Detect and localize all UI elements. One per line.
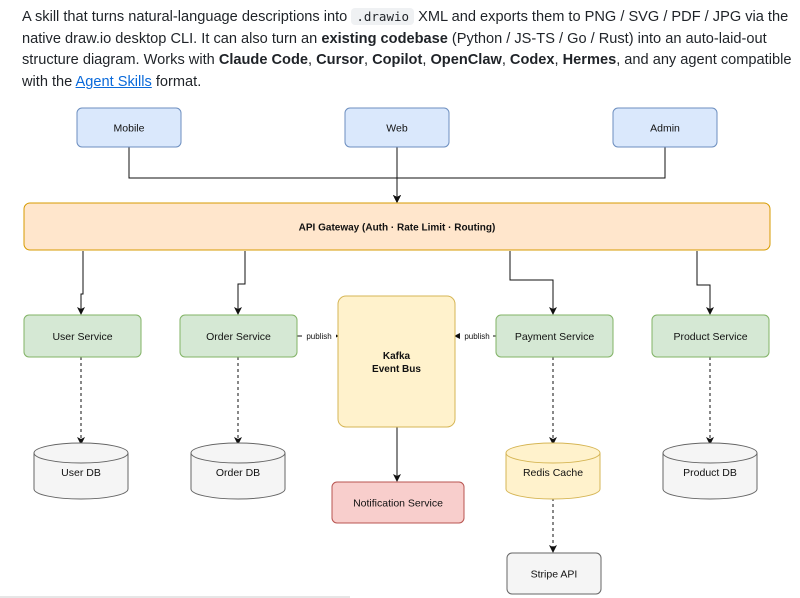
publish-label-left: publish [306, 332, 331, 341]
user-db-cylinder: User DB [33, 442, 129, 500]
kafka-label: Kafka [383, 351, 411, 362]
client-admin-node: Admin [612, 107, 718, 148]
separator: , [308, 52, 317, 68]
separator: , [363, 52, 373, 68]
bottom-edge-shade [0, 596, 350, 598]
api-gateway-label: API Gateway (Auth · Rate Limit · Routing… [299, 223, 496, 234]
client-mobile-label: Mobile [114, 123, 145, 135]
drawio-code: .drawio [351, 8, 415, 25]
notification-service-node: Notification Service [331, 481, 465, 524]
separator: , [422, 52, 431, 68]
edge-mobile-gateway [128, 147, 401, 203]
edge-admin-gateway [393, 147, 666, 203]
codebase-emphasis: existing codebase [321, 30, 448, 47]
product-service-label: Product Service [673, 331, 747, 343]
agent-name: Copilot [372, 52, 423, 68]
order-db-cylinder: Order DB [190, 442, 286, 500]
description-text: format. [151, 73, 202, 90]
user-service-label: User Service [52, 331, 112, 343]
agent-name: Claude Code [218, 52, 309, 68]
order-service-node: Order Service [179, 314, 298, 358]
stripe-api-label: Stripe API [531, 569, 578, 581]
redis-cache-label: Redis Cache [523, 467, 583, 479]
client-web-label: Web [386, 123, 408, 135]
order-service-label: Order Service [206, 331, 271, 343]
agent-name: Hermes [562, 52, 617, 68]
edge-gateway-payment [509, 251, 557, 315]
kafka-event-bus-node: Kafka Event Bus [337, 295, 456, 428]
client-mobile-node: Mobile [76, 107, 182, 148]
product-service-node: Product Service [651, 314, 770, 358]
product-db-cylinder: Product DB [662, 442, 758, 500]
separator: , [501, 52, 510, 68]
agent-skills-link[interactable]: Agent Skills [75, 73, 152, 90]
separator: , [554, 52, 563, 68]
product-db-label: Product DB [683, 467, 737, 479]
order-db-label: Order DB [216, 467, 260, 479]
client-web-node: Web [344, 107, 450, 148]
stripe-api-node: Stripe API [506, 552, 602, 595]
redis-cache-cylinder: Redis Cache [505, 442, 601, 500]
agent-name: OpenClaw [430, 52, 502, 68]
agent-name: Codex [509, 52, 555, 68]
description-text: A skill that turns natural-language desc… [22, 9, 352, 25]
notification-service-label: Notification Service [353, 498, 443, 510]
publish-label-right: publish [464, 332, 489, 341]
client-admin-label: Admin [650, 123, 680, 135]
skill-description: A skill that turns natural-language desc… [22, 6, 792, 93]
event-bus-label: Event Bus [372, 364, 421, 375]
edge-gateway-user [77, 251, 85, 315]
edge-label-bg [302, 330, 336, 341]
description-text: XML and exports them to PNG / SVG / PDF … [22, 9, 789, 47]
user-db-label: User DB [61, 467, 101, 479]
description-text: , and any agent compatible with the [22, 52, 792, 90]
edge-label-bg [460, 330, 493, 341]
agent-name: Cursor [316, 52, 364, 68]
api-gateway-node: API Gateway (Auth · Rate Limit · Routing… [23, 202, 771, 251]
payment-service-label: Payment Service [515, 331, 595, 343]
edge-gateway-order [234, 251, 246, 315]
user-service-node: User Service [23, 314, 142, 358]
payment-service-node: Payment Service [495, 314, 614, 358]
description-text: (Python / JS-TS / Go / Rust) into an aut… [22, 30, 767, 69]
edge-gateway-product [696, 251, 714, 315]
